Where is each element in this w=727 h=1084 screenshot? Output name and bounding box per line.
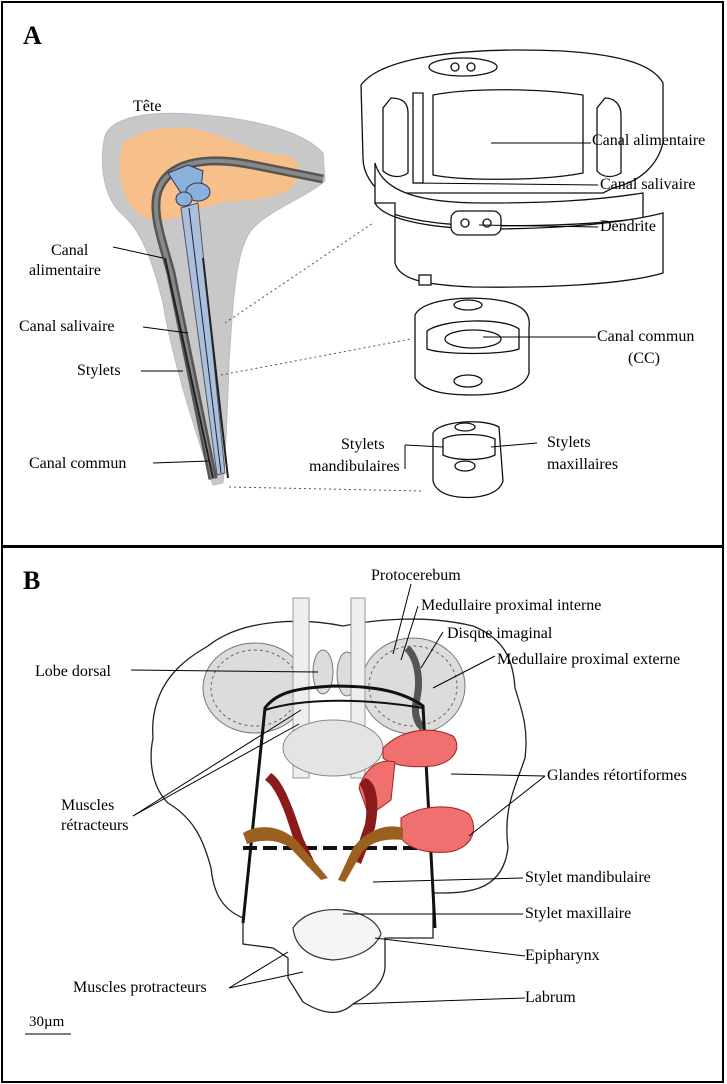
label-medullaire-interne: Medullaire proximal interne: [421, 596, 601, 615]
cross-section-small: [433, 422, 503, 498]
label-stylets-max-1: Stylets: [547, 433, 591, 452]
label-glandes: Glandes rétortiformes: [547, 766, 687, 785]
label-canal-alimentaire-2: alimentaire: [29, 261, 101, 280]
label-tete: Tête: [133, 97, 161, 116]
label-muscles-protracteurs: Muscles protracteurs: [73, 978, 207, 997]
label-lobe-dorsal: Lobe dorsal: [35, 662, 111, 681]
label-canal-alimentaire-right: Canal alimentaire: [592, 131, 705, 150]
label-canal-salivaire-left: Canal salivaire: [19, 317, 115, 336]
label-epipharynx: Epipharynx: [525, 946, 600, 965]
label-muscles-retracteurs-2: rétracteurs: [61, 816, 129, 835]
label-protocerebum: Protocerebum: [371, 566, 461, 585]
label-dendrite: Dendrite: [600, 217, 656, 236]
label-stylet-maxillaire: Stylet maxillaire: [525, 904, 631, 923]
cross-section-large: [361, 50, 663, 287]
label-disque-imaginal: Disque imaginal: [447, 624, 552, 643]
panel-b: B: [1, 546, 724, 1083]
label-canal-commun-right-2: (CC): [628, 349, 660, 368]
scale-bar-label: 30µm: [29, 1014, 64, 1031]
label-muscles-retracteurs-1: Muscles: [61, 796, 114, 815]
label-canal-commun-left: Canal commun: [29, 454, 126, 473]
label-stylets-mand-2: mandibulaires: [309, 457, 400, 476]
label-canal-alimentaire-1: Canal: [51, 241, 88, 260]
cross-section-medium: [415, 298, 529, 395]
panel-a: A: [1, 1, 724, 547]
label-labrum: Labrum: [525, 988, 576, 1007]
label-stylets-left: Stylets: [77, 361, 121, 380]
label-canal-salivaire-right: Canal salivaire: [600, 175, 696, 194]
label-stylets-max-2: maxillaires: [547, 455, 618, 474]
label-canal-commun-right-1: Canal commun: [597, 327, 694, 346]
label-stylet-mandibulaire: Stylet mandibulaire: [525, 868, 651, 887]
label-stylets-mand-1: Stylets: [341, 435, 385, 454]
label-medullaire-externe: Medullaire proximal externe: [497, 650, 680, 669]
